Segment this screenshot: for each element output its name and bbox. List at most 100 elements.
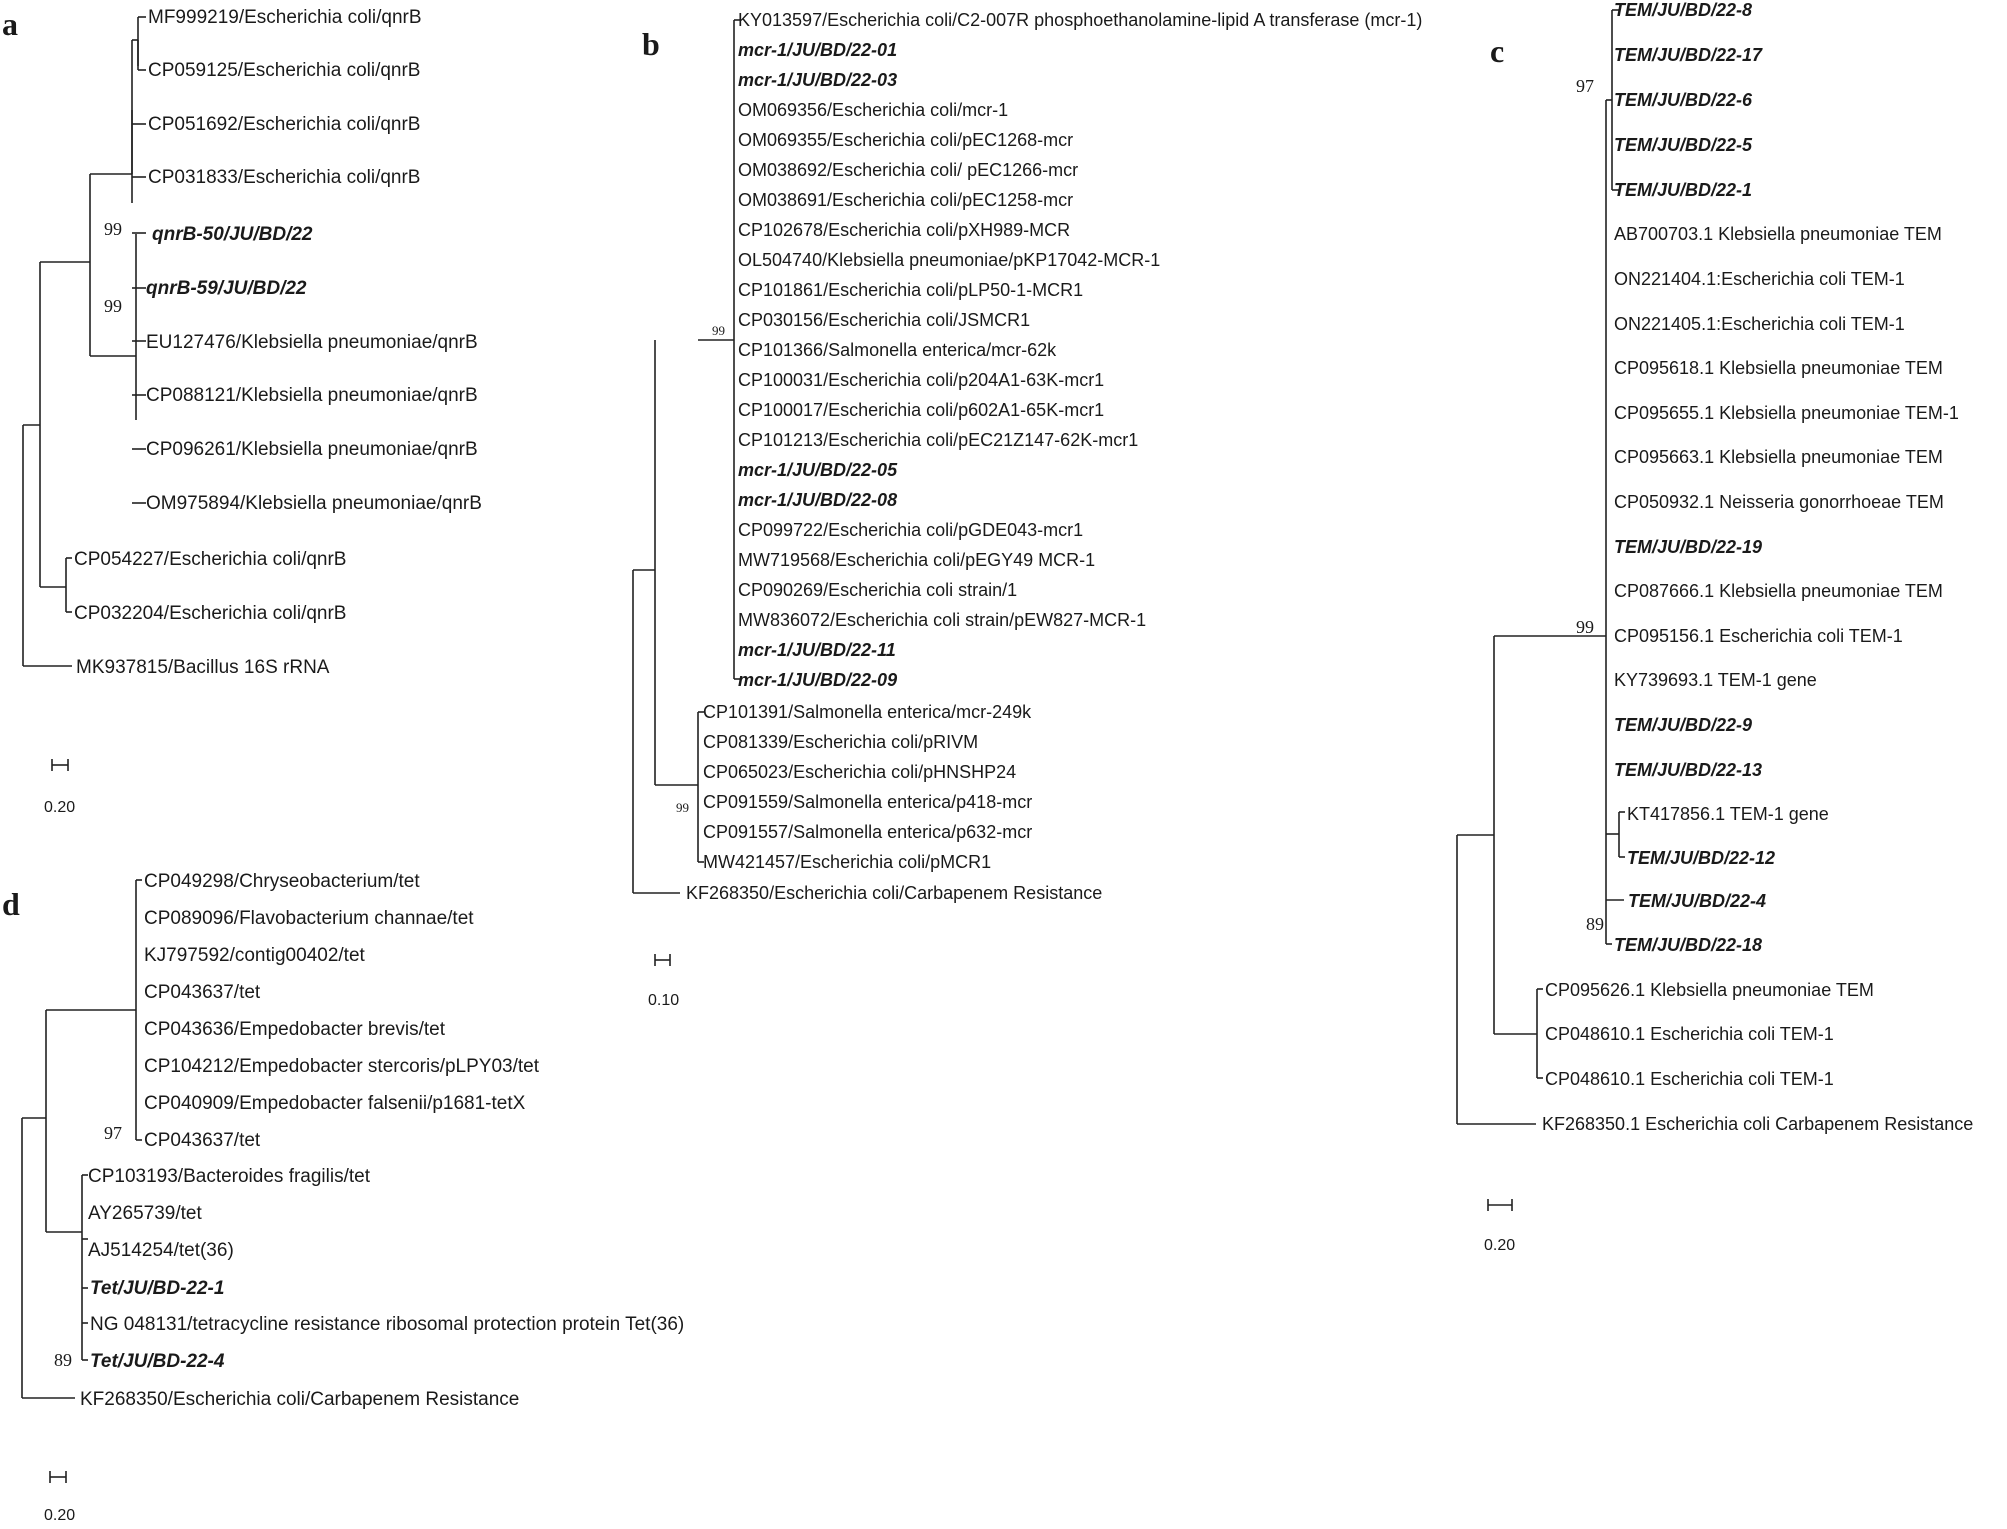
- leaf-label: CP091557/Salmonella enterica/p632-mcr: [703, 822, 1032, 842]
- leaf-label: CP091559/Salmonella enterica/p418-mcr: [703, 792, 1032, 812]
- bootstrap-value: 99: [676, 800, 689, 815]
- leaf-label: CP104212/Empedobacter stercoris/pLPY03/t…: [144, 1056, 540, 1077]
- leaf-label: CP103193/Bacteroides fragilis/tet: [88, 1166, 371, 1187]
- leaf-label: CP100031/Escherichia coli/p204A1-63K-mcr…: [738, 370, 1104, 390]
- leaf-label: CP049298/Chryseobacterium/tet: [144, 871, 420, 892]
- leaf-label: CP059125/Escherichia coli/qnrB: [148, 60, 421, 81]
- leaf-label: TEM/JU/BD/22-18: [1614, 935, 1762, 955]
- leaf-label: TEM/JU/BD/22-8: [1614, 0, 1752, 20]
- leaf-label: AY265739/tet: [88, 1203, 202, 1224]
- panel-c: c TEM/JU/BD/22-8: [1456, 0, 1973, 1254]
- leaf-label: MW421457/Escherichia coli/pMCR1: [703, 852, 991, 872]
- leaf-label: CP031833/Escherichia coli/qnrB: [148, 167, 421, 188]
- leaf-label: Tet/JU/BD-22-1: [90, 1278, 224, 1299]
- leaf-label: ON221404.1:Escherichia coli TEM-1: [1614, 269, 1905, 289]
- leaf-label: OM069355/Escherichia coli/pEC1268-mcr: [738, 130, 1073, 150]
- leaf-label: MW719568/Escherichia coli/pEGY49 MCR-1: [738, 550, 1095, 570]
- scale-bar-label: 0.20: [44, 1507, 75, 1524]
- leaf-label: CP095618.1 Klebsiella pneumoniae TEM: [1614, 358, 1943, 378]
- leaf-label: qnrB-59/JU/BD/22: [146, 278, 307, 299]
- leaf-label: CP050932.1 Neisseria gonorrhoeae TEM: [1614, 492, 1944, 512]
- leaf-label: CP102678/Escherichia coli/pXH989-MCR: [738, 220, 1070, 240]
- leaf-label: Tet/JU/BD-22-4: [90, 1351, 225, 1372]
- leaf-label: CP099722/Escherichia coli/pGDE043-mcr1: [738, 520, 1083, 540]
- leaf-label: CP088121/Klebsiella pneumoniae/qnrB: [146, 385, 478, 406]
- leaf-label: EU127476/Klebsiella pneumoniae/qnrB: [146, 332, 478, 353]
- scale-bar-label: 0.20: [44, 799, 75, 816]
- leaf-label: AB700703.1 Klebsiella pneumoniae TEM: [1614, 224, 1942, 244]
- panel-b-leaf-labels: KY013597/Escherichia coli/C2-007R phosph…: [686, 10, 1422, 903]
- leaf-label: CP043637/tet: [144, 1130, 261, 1151]
- leaf-label: OM038691/Escherichia coli/pEC1258-mcr: [738, 190, 1073, 210]
- leaf-label: TEM/JU/BD/22-19: [1614, 537, 1762, 557]
- leaf-label: KF268350/Escherichia coli/Carbapenem Res…: [80, 1389, 519, 1410]
- leaf-label: mcr-1/JU/BD/22-11: [738, 640, 896, 660]
- leaf-label: AJ514254/tet(36): [88, 1240, 234, 1261]
- leaf-label: OM038692/Escherichia coli/ pEC1266-mcr: [738, 160, 1078, 180]
- panel-a: a: [2, 6, 482, 816]
- leaf-label: TEM/JU/BD/22-13: [1614, 760, 1762, 780]
- bootstrap-value: 99: [104, 296, 122, 316]
- bootstrap-value: 99: [1576, 617, 1594, 637]
- bootstrap-value: 97: [104, 1123, 122, 1143]
- leaf-label: CP095156.1 Escherichia coli TEM-1: [1614, 626, 1903, 646]
- leaf-label: mcr-1/JU/BD/22-01: [738, 40, 897, 60]
- leaf-label: KF268350.1 Escherichia coli Carbapenem R…: [1542, 1114, 1973, 1134]
- panel-d: d CP049298/Chryseobacterium/tet C: [2, 871, 684, 1524]
- panel-a-leaf-labels: MF999219/Escherichia coli/qnrB CP059125/…: [74, 7, 482, 678]
- scale-bar-label: 0.10: [648, 992, 679, 1009]
- leaf-label: KT417856.1 TEM-1 gene: [1627, 804, 1829, 824]
- panel-c-letter: c: [1490, 33, 1504, 69]
- panel-b: b KY013597/Escherichia coli/C2-007R phos…: [632, 10, 1422, 1009]
- leaf-label: TEM/JU/BD/22-9: [1614, 715, 1752, 735]
- leaf-label: TEM/JU/BD/22-17: [1614, 45, 1763, 65]
- bootstrap-value: 99: [712, 323, 725, 338]
- leaf-label: CP051692/Escherichia coli/qnrB: [148, 114, 421, 135]
- leaf-label: CP054227/Escherichia coli/qnrB: [74, 549, 347, 570]
- leaf-label: TEM/JU/BD/22-1: [1614, 180, 1752, 200]
- leaf-label: KF268350/Escherichia coli/Carbapenem Res…: [686, 883, 1102, 903]
- leaf-label: CP100017/Escherichia coli/p602A1-65K-mcr…: [738, 400, 1104, 420]
- leaf-label: MF999219/Escherichia coli/qnrB: [148, 7, 422, 28]
- leaf-label: MK937815/Bacillus 16S rRNA: [76, 657, 330, 678]
- leaf-label: CP040909/Empedobacter falsenii/p1681-tet…: [144, 1093, 526, 1114]
- leaf-label: mcr-1/JU/BD/22-09: [738, 670, 897, 690]
- leaf-label: OM069356/Escherichia coli/mcr-1: [738, 100, 1008, 120]
- panel-a-branches: [22, 16, 146, 771]
- bootstrap-value: 99: [104, 219, 122, 239]
- leaf-label: CP030156/Escherichia coli/JSMCR1: [738, 310, 1030, 330]
- leaf-label: CP095626.1 Klebsiella pneumoniae TEM: [1545, 980, 1874, 1000]
- leaf-label: TEM/JU/BD/22-12: [1627, 848, 1775, 868]
- leaf-label: CP089096/Flavobacterium channae/tet: [144, 908, 474, 929]
- panel-b-branches: [632, 19, 740, 966]
- leaf-label: mcr-1/JU/BD/22-08: [738, 490, 897, 510]
- leaf-label: CP065023/Escherichia coli/pHNSHP24: [703, 762, 1016, 782]
- leaf-label: CP048610.1 Escherichia coli TEM-1: [1545, 1069, 1834, 1089]
- panel-c-leaf-labels: TEM/JU/BD/22-8 TEM/JU/BD/22-17 TEM/JU/BD…: [1542, 0, 1973, 1134]
- leaf-label: OM975894/Klebsiella pneumoniae/qnrB: [146, 493, 482, 514]
- leaf-label: TEM/JU/BD/22-4: [1628, 891, 1766, 911]
- bootstrap-value: 89: [1586, 914, 1604, 934]
- leaf-label: CP043636/Empedobacter brevis/tet: [144, 1019, 446, 1040]
- scale-bar-label: 0.20: [1484, 1237, 1515, 1254]
- leaf-label: CP043637/tet: [144, 982, 261, 1003]
- leaf-label: CP095655.1 Klebsiella pneumoniae TEM-1: [1614, 403, 1959, 423]
- leaf-label: TEM/JU/BD/22-5: [1614, 135, 1753, 155]
- bootstrap-value: 89: [54, 1350, 72, 1370]
- leaf-label: CP032204/Escherichia coli/qnrB: [74, 603, 347, 624]
- panel-a-letter: a: [2, 6, 18, 42]
- leaf-label: CP095663.1 Klebsiella pneumoniae TEM: [1614, 447, 1943, 467]
- leaf-label: CP048610.1 Escherichia coli TEM-1: [1545, 1024, 1834, 1044]
- panel-c-branches: [1456, 9, 1625, 1211]
- leaf-label: qnrB-50/JU/BD/22: [152, 224, 313, 245]
- leaf-label: OL504740/Klebsiella pneumoniae/pKP17042-…: [738, 250, 1160, 270]
- leaf-label: CP101366/Salmonella enterica/mcr-62k: [738, 340, 1057, 360]
- leaf-label: CP101861/Escherichia coli/pLP50-1-MCR1: [738, 280, 1083, 300]
- panel-b-letter: b: [642, 26, 660, 62]
- leaf-label: CP090269/Escherichia coli strain/1: [738, 580, 1017, 600]
- leaf-label: TEM/JU/BD/22-6: [1614, 90, 1753, 110]
- leaf-label: CP101213/Escherichia coli/pEC21Z147-62K-…: [738, 430, 1138, 450]
- leaf-label: CP087666.1 Klebsiella pneumoniae TEM: [1614, 581, 1943, 601]
